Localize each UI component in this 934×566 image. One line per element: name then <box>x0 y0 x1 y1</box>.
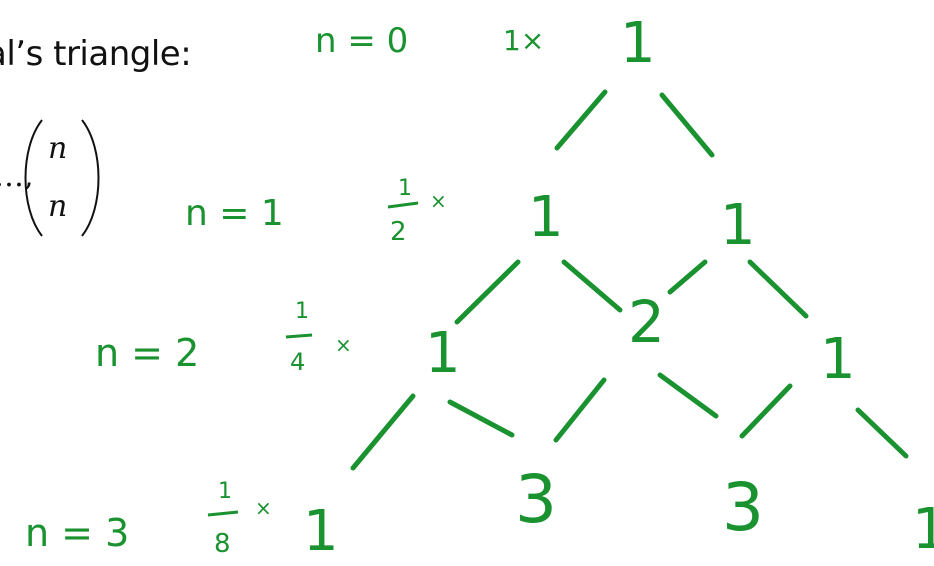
edge <box>855 407 909 459</box>
row-2-factor-x: × <box>335 333 352 357</box>
edge <box>454 259 521 325</box>
row-1-factor-x: × <box>430 189 447 213</box>
row-1-label: n = 1 <box>185 193 284 234</box>
row-2-factor-den: 4 <box>290 348 305 376</box>
row-1-number-1: 1 <box>528 185 564 250</box>
row-1-factor-den: 2 <box>390 217 407 247</box>
binomial-coefficient: …, n n <box>0 119 100 237</box>
row-2-label: n = 2 <box>95 331 199 375</box>
row-3-label: n = 3 <box>25 511 129 555</box>
row-0-factor: 1× <box>503 24 544 57</box>
binom-bottom: n <box>48 189 67 224</box>
edge <box>561 259 623 313</box>
edge <box>747 259 809 319</box>
row-1-factor-num: 1 <box>398 176 412 201</box>
fraction-bar <box>387 201 419 209</box>
edge <box>657 372 719 419</box>
row-2-number-1: 1 <box>425 321 461 386</box>
row-2-factor-num: 1 <box>295 299 309 324</box>
edge <box>553 377 607 443</box>
left-paren <box>24 119 43 237</box>
right-paren <box>81 119 100 237</box>
row-3-factor-den: 8 <box>214 529 231 559</box>
row-3-number-2: 3 <box>515 461 557 538</box>
formula-prefix: …, <box>0 159 34 194</box>
binom-top: n <box>48 131 67 166</box>
edge <box>739 383 793 439</box>
row-1-number-2: 1 <box>720 193 756 258</box>
fraction-bar <box>285 333 313 339</box>
row-3-factor-num: 1 <box>218 479 232 504</box>
row-3-factor-x: × <box>255 496 272 520</box>
row-2-number-3: 1 <box>820 327 856 392</box>
row-0-label: n = 0 <box>315 21 408 61</box>
edge <box>659 92 715 158</box>
edge <box>447 399 515 438</box>
row-2-number-2: 2 <box>628 288 665 356</box>
edge <box>554 89 608 151</box>
page-title: al’s triangle: <box>0 34 192 74</box>
row-3-number-3: 3 <box>722 469 764 546</box>
fraction-bar <box>207 510 239 517</box>
row-3-number-4: 1 <box>912 497 934 562</box>
row-3-number-1: 1 <box>303 499 339 564</box>
edge <box>350 393 416 471</box>
row-0-number-1: 1 <box>620 11 656 76</box>
edge <box>667 259 708 295</box>
